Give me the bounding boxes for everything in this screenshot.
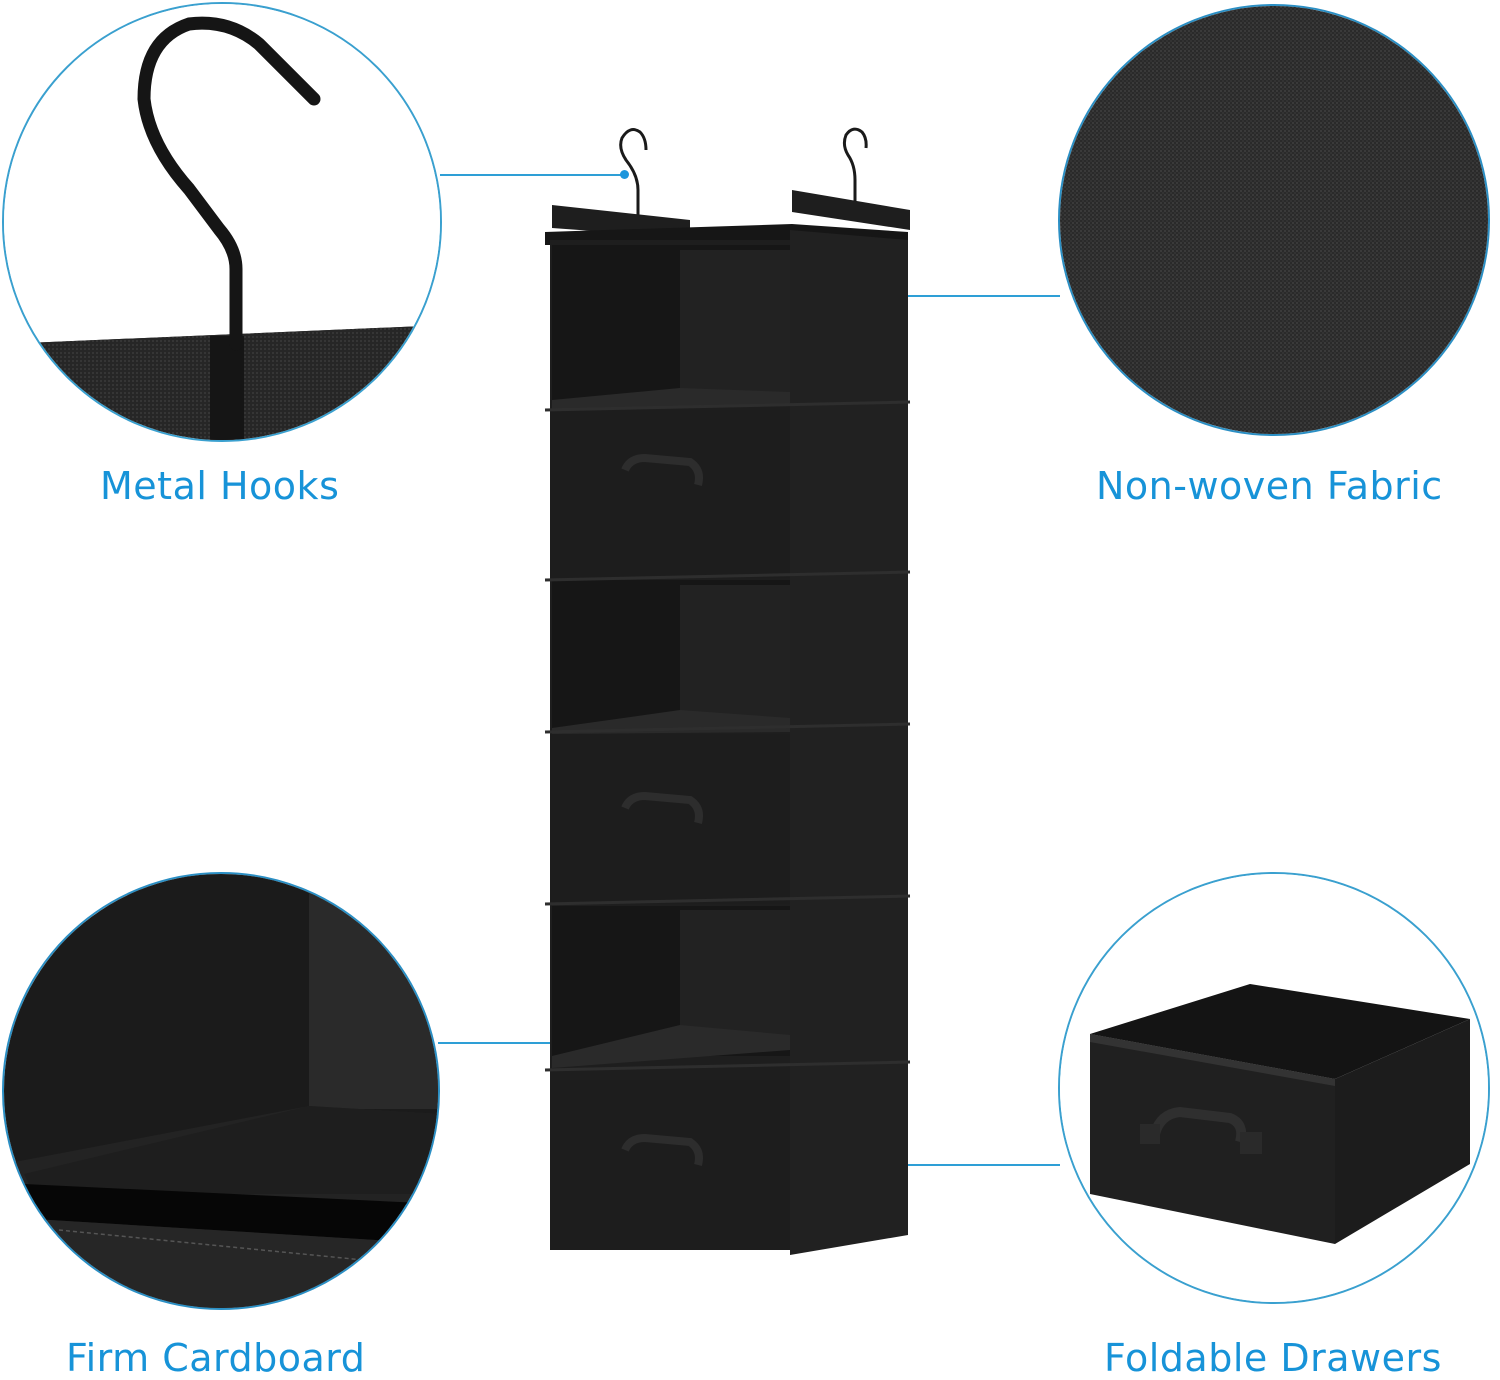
fabric-connector-line: [904, 295, 1060, 297]
cardboard-connector-line: [438, 1042, 624, 1044]
drawer-closeup: [1058, 872, 1490, 1304]
feature-label-drawers: Foldable Drawers: [1104, 1336, 1442, 1380]
metal-hook-icon: [4, 4, 440, 440]
hooks-connector-line: [440, 174, 625, 176]
hook-left-icon: [619, 128, 648, 222]
metal-hooks-closeup: [2, 2, 442, 442]
feature-label-cardboard: Firm Cardboard: [66, 1336, 366, 1380]
drawers-connector-line: [778, 1164, 1060, 1166]
cardboard-closeup: [2, 872, 440, 1310]
hooks-connector-dot: [620, 170, 629, 179]
feature-label-fabric: Non-woven Fabric: [1096, 464, 1443, 508]
drawer-icon: [1060, 874, 1488, 1302]
shelf-cardboard-icon: [4, 874, 438, 1308]
fabric-closeup: [1058, 4, 1490, 436]
hanging-organizer-image: [544, 127, 911, 1255]
hook-right-icon: [842, 127, 868, 212]
feature-label-hooks: Metal Hooks: [100, 464, 340, 508]
fabric-texture-icon: [1060, 6, 1488, 434]
